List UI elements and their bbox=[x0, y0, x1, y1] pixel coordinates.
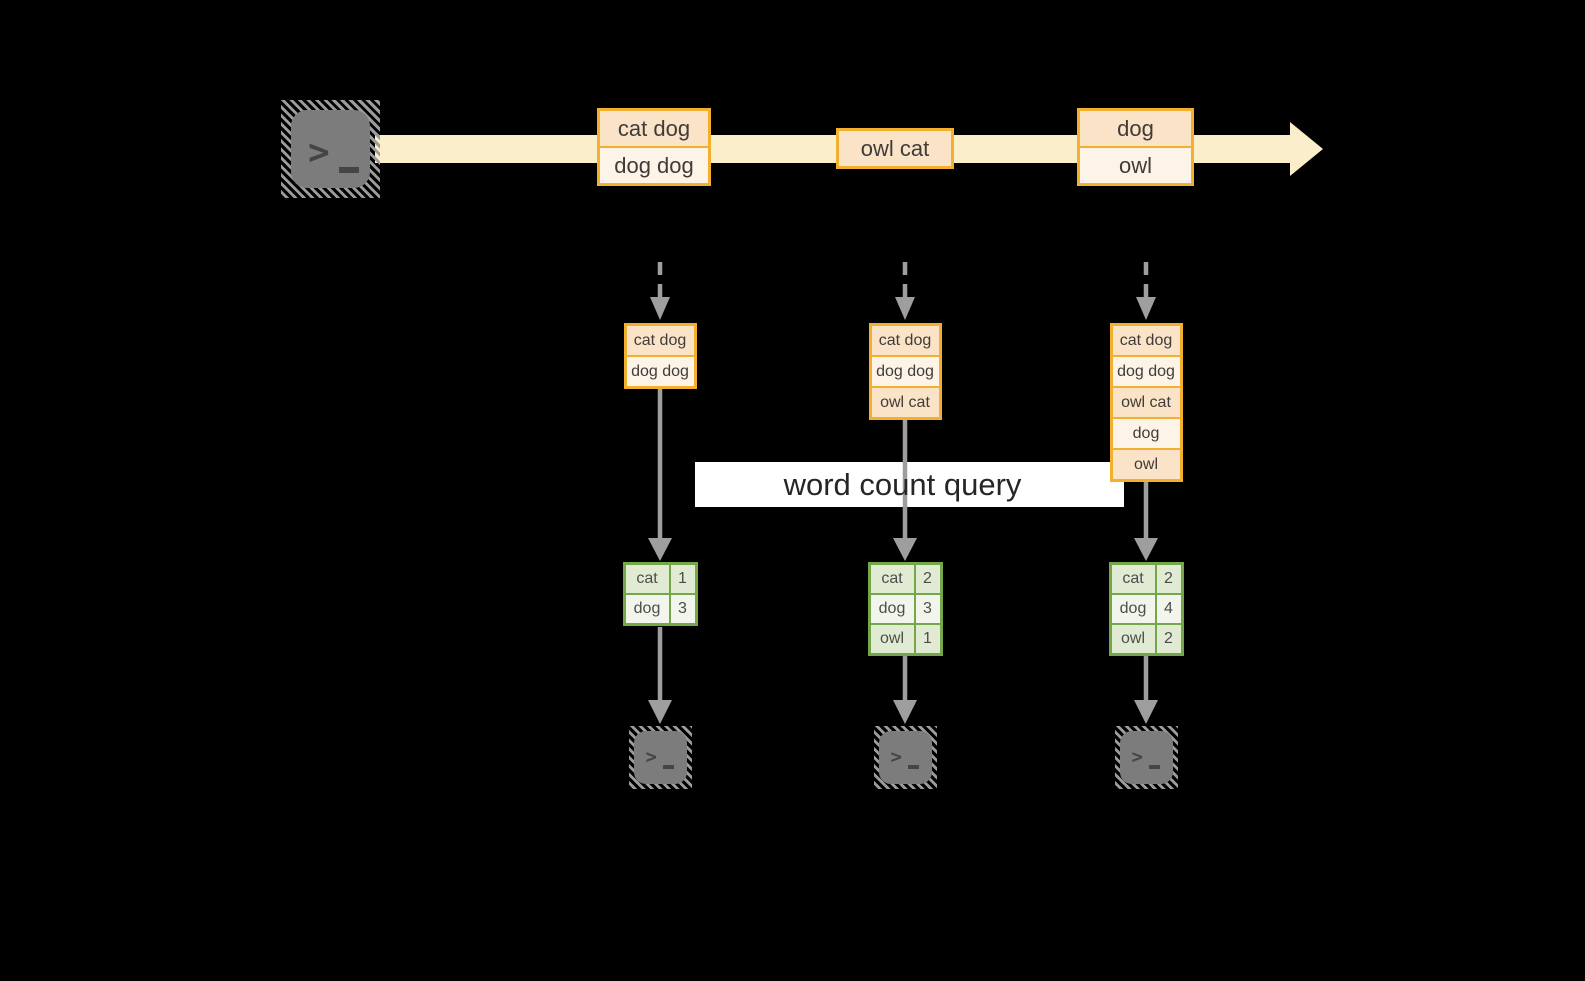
terminal-icon: > bbox=[1114, 726, 1178, 789]
stream-message-line: cat dog bbox=[600, 111, 708, 146]
prompt-chevron: > bbox=[308, 132, 330, 173]
count-word: cat bbox=[870, 565, 914, 593]
count-value: 1 bbox=[670, 565, 695, 593]
dashed-arrow-head bbox=[1136, 297, 1156, 320]
buffer-line: owl cat bbox=[1112, 388, 1180, 417]
count-value: 3 bbox=[670, 595, 695, 623]
count-word: cat bbox=[1111, 565, 1155, 593]
buffer-line: cat dog bbox=[871, 326, 939, 355]
count-word: dog bbox=[1111, 595, 1155, 623]
buffer-line: owl bbox=[1112, 450, 1180, 479]
count-value: 4 bbox=[1156, 595, 1181, 623]
prompt-underscore-icon bbox=[662, 765, 674, 769]
buffer-line: dog dog bbox=[871, 357, 939, 386]
stream-message-line: owl cat bbox=[839, 131, 951, 166]
prompt-chevron: > bbox=[1131, 746, 1143, 768]
buffer-line: dog bbox=[1112, 419, 1180, 448]
count-value: 2 bbox=[1156, 565, 1181, 593]
buffer-line: owl cat bbox=[871, 388, 939, 417]
count-word: owl bbox=[870, 625, 914, 653]
sink-arrow-head bbox=[648, 700, 672, 724]
count-value: 2 bbox=[915, 565, 940, 593]
prompt-chevron: > bbox=[645, 746, 657, 768]
prompt-chevron: > bbox=[890, 746, 902, 768]
count-word: dog bbox=[870, 595, 914, 623]
query-arrow-head bbox=[648, 538, 672, 561]
count-word: dog bbox=[625, 595, 669, 623]
stream-message-line: dog dog bbox=[600, 148, 708, 183]
query-label-box bbox=[695, 462, 1124, 507]
sink-arrow-head bbox=[893, 700, 917, 724]
buffer-line: cat dog bbox=[1112, 326, 1180, 355]
prompt-underscore-icon bbox=[1148, 765, 1160, 769]
query-arrow-head bbox=[893, 538, 917, 561]
terminal-screen: > bbox=[633, 731, 687, 784]
count-value: 1 bbox=[915, 625, 940, 653]
buffer-line: dog dog bbox=[1112, 357, 1180, 386]
prompt-underscore-icon bbox=[907, 765, 919, 769]
terminal-screen: > bbox=[878, 731, 932, 784]
count-value: 3 bbox=[915, 595, 940, 623]
buffer-line: dog dog bbox=[626, 357, 694, 386]
query-arrow-head bbox=[1134, 538, 1158, 561]
terminal-icon: > bbox=[628, 726, 692, 789]
dashed-arrow-head bbox=[895, 297, 915, 320]
query-label: word count query bbox=[783, 466, 1022, 502]
terminal-screen: > bbox=[291, 110, 370, 188]
buffer-line: cat dog bbox=[626, 326, 694, 355]
prompt-underscore-icon bbox=[339, 167, 359, 173]
terminal-icon: > bbox=[281, 100, 380, 198]
count-word: cat bbox=[625, 565, 669, 593]
sink-arrow-head bbox=[1134, 700, 1158, 724]
terminal-icon: > bbox=[873, 726, 937, 789]
stream-message: owl cat bbox=[836, 128, 954, 169]
stream-message-line: dog bbox=[1080, 111, 1191, 146]
dashed-arrow-head bbox=[650, 297, 670, 320]
stream-message-line: owl bbox=[1080, 148, 1191, 183]
terminal-screen: > bbox=[1119, 731, 1173, 784]
count-value: 2 bbox=[1156, 625, 1181, 653]
count-word: owl bbox=[1111, 625, 1155, 653]
